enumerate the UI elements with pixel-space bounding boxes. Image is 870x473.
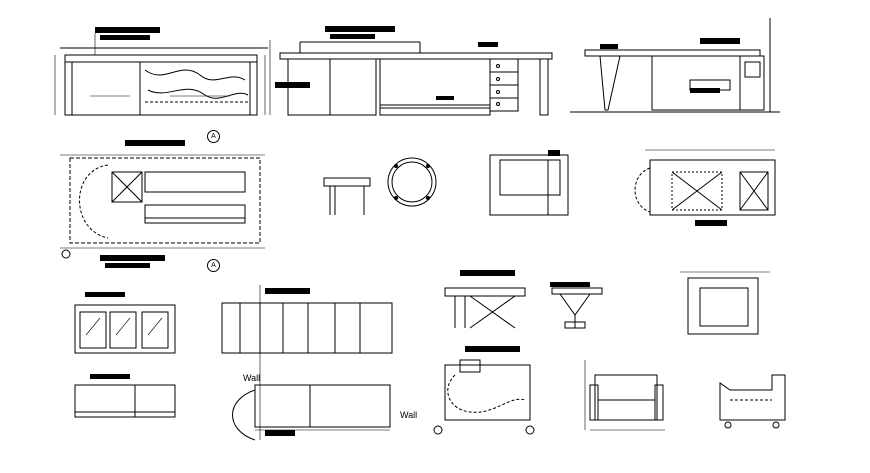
section-marker-a-top: A [207,130,220,143]
plan-curved-desk-small [433,346,535,435]
plan-curved-desk [60,140,265,268]
plan-desk-boxes [634,149,776,226]
elevation-sofa-side [719,374,786,429]
plan-long-cabinet [232,384,391,441]
elevation-desk-drawers [269,26,553,116]
elevation-desk-side [570,18,780,113]
plan-stool-round [387,157,437,207]
plan-small-cabinet [74,374,176,418]
elevation-side-table [489,150,569,216]
elevation-table-cross-legs [444,270,603,329]
section-marker-a-bottom: A [207,259,220,272]
elevation-long-cabinet [221,285,393,440]
wall-label-left: Wall [243,373,261,383]
plan-square-chair [680,271,770,335]
wall-label-right: Wall [400,410,418,420]
elevation-stool [323,177,371,215]
elevation-glass-cabinet [74,292,176,354]
elevation-curved-desk [54,27,268,116]
elevation-sofa [584,360,665,431]
